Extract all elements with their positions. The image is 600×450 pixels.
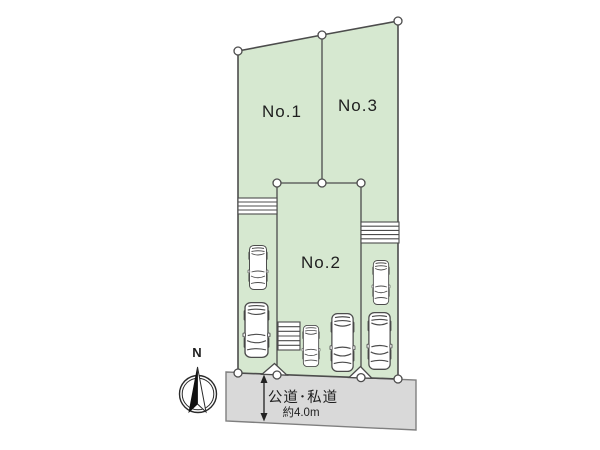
car-icon: [366, 312, 393, 370]
car-icon: [301, 325, 321, 368]
stairs-right: [360, 221, 400, 244]
road-type-label: 公道･私道: [268, 389, 338, 406]
north-compass-icon: N: [178, 345, 218, 414]
lot-area: [237, 20, 399, 380]
road-width-label: 約4.0m: [282, 405, 319, 419]
lot-label-no1: No.1: [262, 102, 302, 121]
car-icon: [242, 301, 271, 359]
north-label: N: [192, 345, 201, 360]
stairs-left: [237, 197, 278, 215]
car-icon: [329, 313, 356, 373]
boundary-point-markers: [233, 16, 403, 384]
car-icon: [247, 245, 269, 290]
lot-label-no2: No.2: [301, 253, 341, 272]
lot-label-no3: No.3: [338, 96, 378, 115]
stairs-middle: [277, 321, 301, 351]
road-width-dimension-arrow: [260, 374, 268, 422]
car-icon: [371, 260, 391, 305]
